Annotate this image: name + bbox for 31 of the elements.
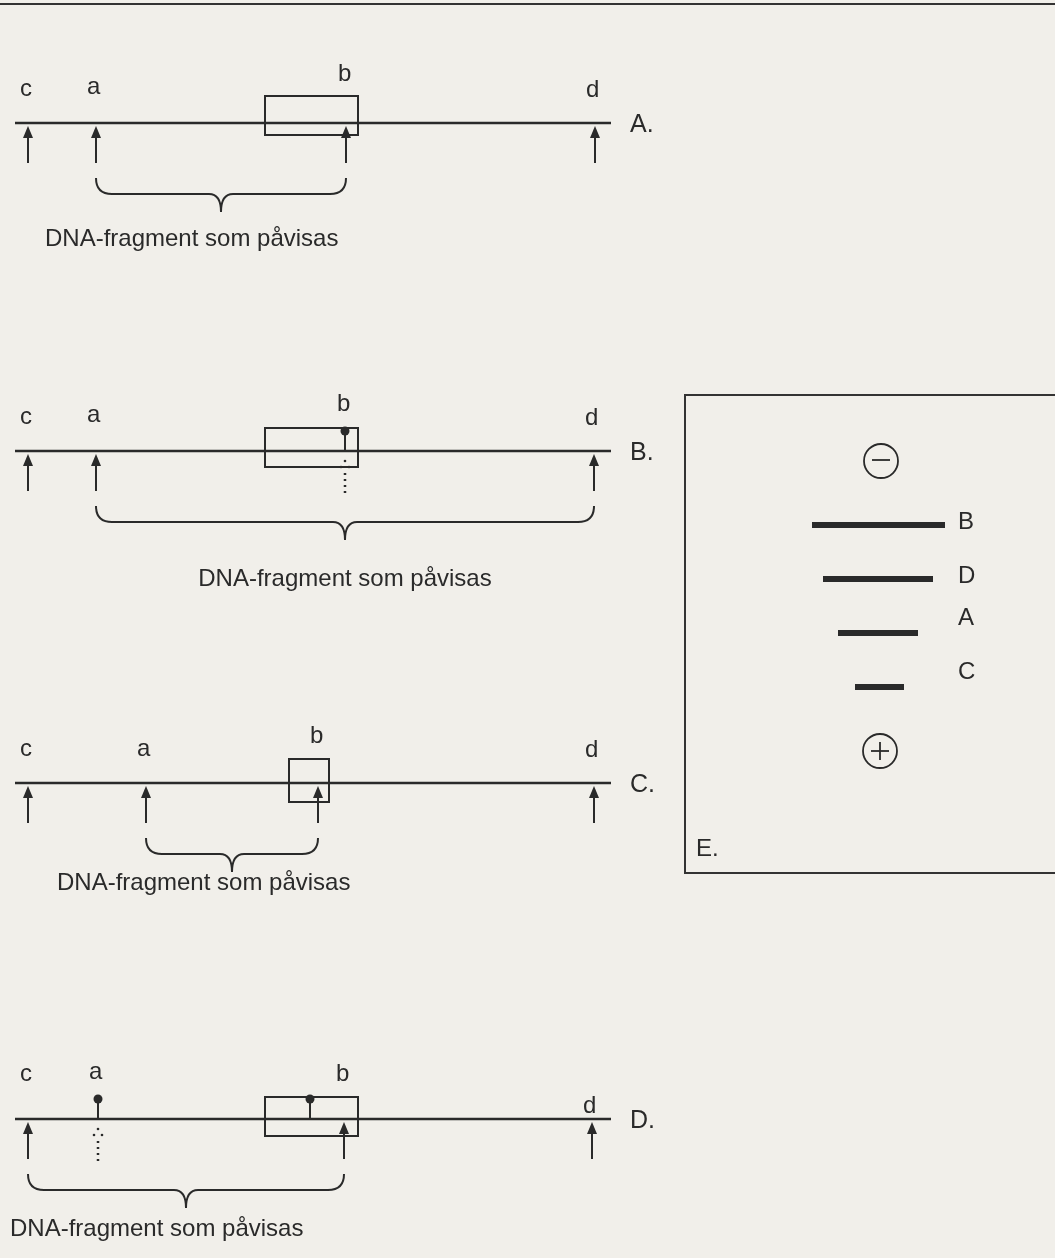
- gene-box: [264, 1096, 359, 1137]
- band-letter: C: [958, 659, 976, 683]
- gene-box: [288, 758, 330, 803]
- site-letter: d: [586, 77, 600, 101]
- site-letter: c: [20, 1061, 32, 1085]
- site-letter: d: [585, 737, 599, 761]
- site-letter: c: [20, 736, 32, 760]
- band-letter: B: [958, 509, 974, 533]
- panel-letter: B.: [630, 439, 654, 464]
- band-letter: A: [958, 605, 974, 629]
- site-letter: c: [20, 404, 32, 428]
- site-letter: a: [87, 74, 101, 98]
- panel-letter: C.: [630, 771, 655, 796]
- band-letter: D: [958, 563, 976, 587]
- site-letter: d: [585, 405, 599, 429]
- site-letter: a: [89, 1059, 103, 1083]
- site-letter: b: [338, 61, 352, 85]
- gene-box: [264, 427, 359, 468]
- site-letter: b: [336, 1061, 350, 1085]
- gel-panel: [684, 394, 1055, 874]
- site-letter: b: [337, 391, 351, 415]
- panel-letter: A.: [630, 111, 654, 136]
- site-letter: c: [20, 76, 32, 100]
- site-letter: a: [137, 736, 151, 760]
- site-letter: d: [583, 1093, 597, 1117]
- panel-letter: E.: [696, 836, 719, 860]
- site-letter: b: [310, 723, 324, 747]
- fragment-caption: DNA-fragment som påvisas: [198, 566, 492, 590]
- panel-letter: D.: [630, 1107, 655, 1132]
- gene-box: [264, 95, 359, 136]
- site-letter: a: [87, 402, 101, 426]
